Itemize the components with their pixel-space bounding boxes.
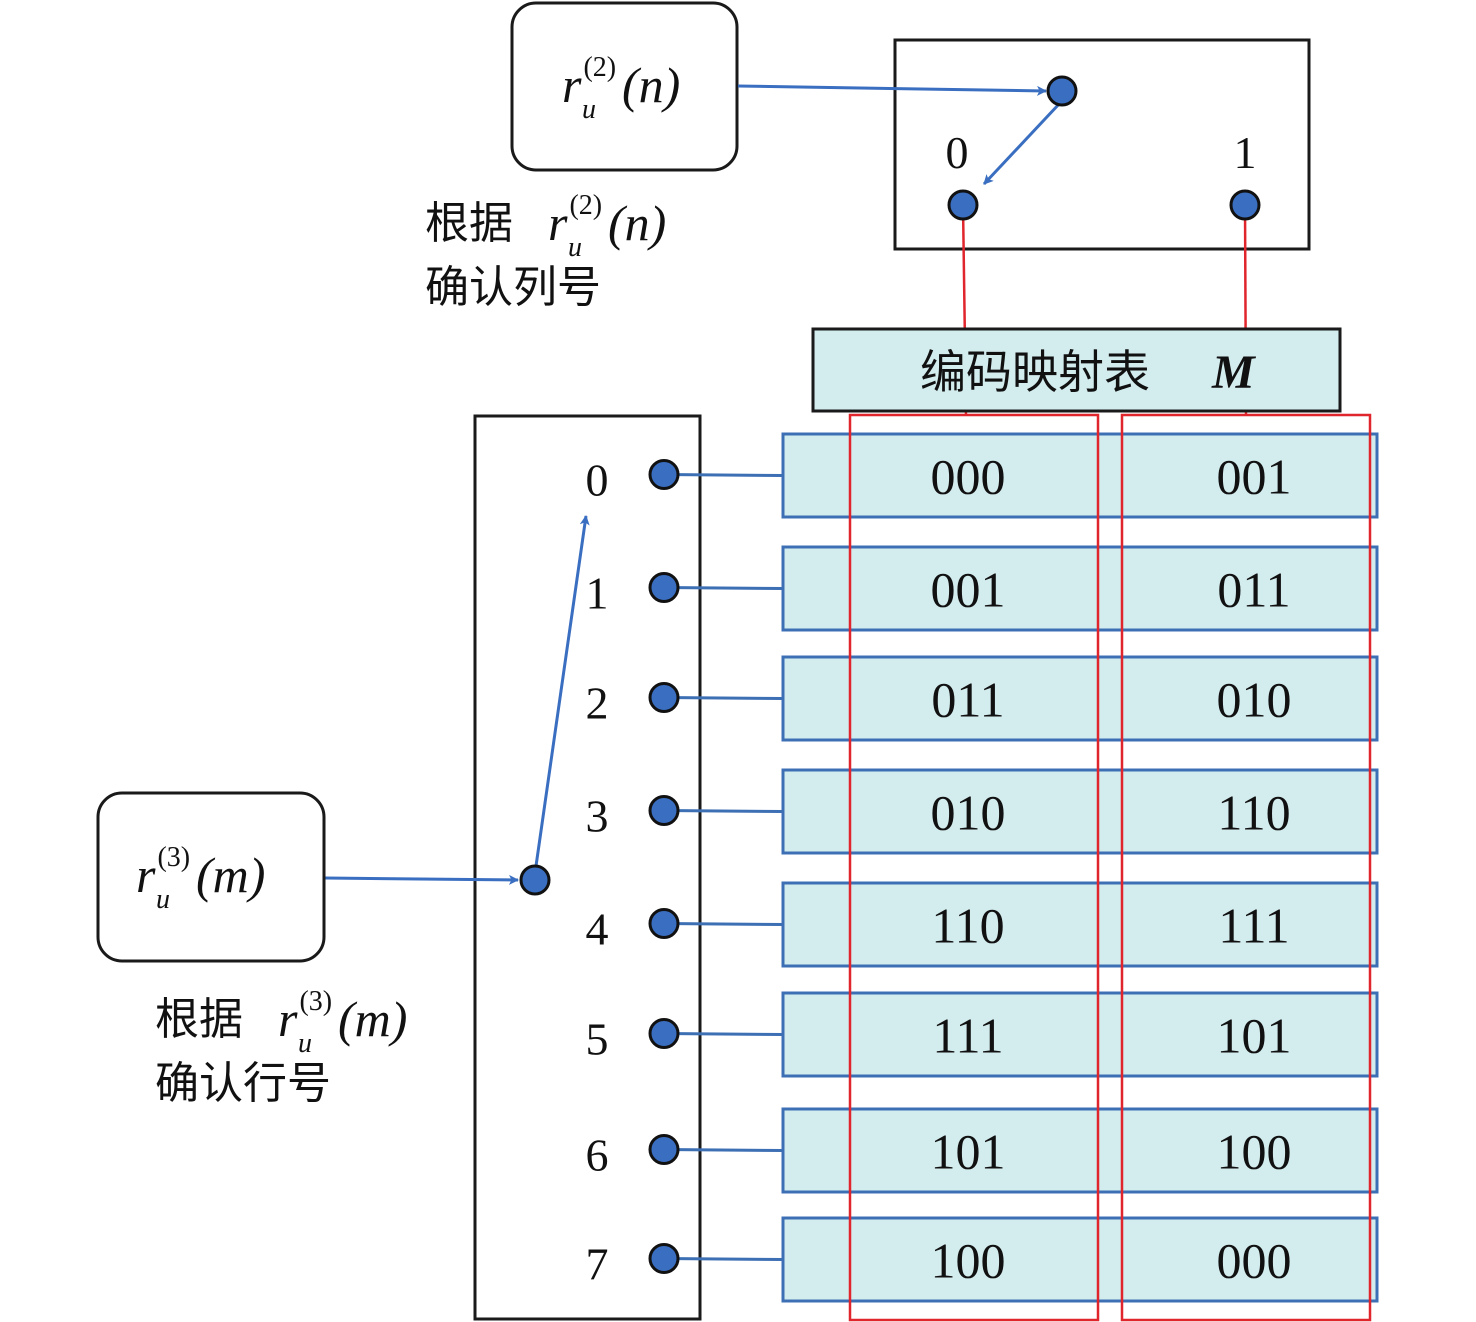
table-row-bar <box>781 1216 1379 1303</box>
table-row-bar <box>781 881 1379 968</box>
table-cell-col1: 001 <box>1217 449 1292 505</box>
caption-prefix: 根据 <box>155 994 243 1045</box>
table-cell-col1: 010 <box>1217 672 1292 728</box>
row-switch-box <box>473 414 702 1321</box>
table-cell-col0: 011 <box>931 672 1004 728</box>
table-cell-col1: 100 <box>1217 1124 1292 1180</box>
table-cell-col1: 110 <box>1217 785 1290 841</box>
column-terminal-0-dot <box>947 189 979 221</box>
row-connector-line <box>663 586 784 590</box>
row-source-box: r(3)u(m) <box>96 791 326 963</box>
row-connector-line <box>663 922 784 926</box>
table-row: 000 001 0 <box>586 432 1379 519</box>
row-index-label: 4 <box>586 904 609 955</box>
row-source-label: r(3)u(m) <box>136 842 265 915</box>
table-row-bar <box>781 768 1379 855</box>
table-cell-col1: 101 <box>1217 1008 1292 1064</box>
table-cell-col0: 001 <box>931 562 1006 618</box>
subscript: u <box>582 94 596 125</box>
column-source-caption: 根据 r(2)u(n) 确认列号 <box>425 190 666 313</box>
column-label-1: 1 <box>1234 127 1257 178</box>
row-terminal-dot <box>648 1018 680 1049</box>
row-terminal-dot <box>648 1243 680 1274</box>
table-row: 101 100 6 <box>586 1107 1379 1194</box>
row-terminal-dot <box>648 459 680 490</box>
caption-line2: 确认列号 <box>425 262 601 313</box>
row-connector-line <box>663 1148 784 1152</box>
row-index-label: 2 <box>586 678 609 729</box>
column-source-label: r(2) u (n) <box>562 52 680 125</box>
table-cell-col0: 110 <box>931 898 1004 954</box>
table-title: 编码映射表 M <box>811 327 1342 413</box>
table-row: 010 110 3 <box>586 768 1379 855</box>
column-select-arrow <box>982 101 1062 186</box>
table-cell-col0: 101 <box>931 1124 1006 1180</box>
row-index-label: 6 <box>586 1130 609 1181</box>
row-source-caption: 根据 r(3)u(m) 确认行号 <box>155 986 407 1109</box>
column-1-highlight <box>1120 413 1372 1322</box>
row-connector-line <box>663 696 784 700</box>
table-cell-col0: 100 <box>931 1233 1006 1289</box>
row-terminal-dot <box>648 682 680 713</box>
row-select-arrow <box>534 515 590 867</box>
table-title-symbol: M <box>1211 346 1257 399</box>
table-row-bar <box>781 655 1379 742</box>
row-terminal-dot <box>648 572 680 603</box>
symbol-r: r <box>562 57 582 113</box>
row-terminal-dot <box>648 795 680 826</box>
row-terminal-dot <box>648 1134 680 1165</box>
table-cell-col0: 111 <box>932 1008 1003 1064</box>
table-row-bar <box>781 432 1379 519</box>
argument: (n) <box>622 57 680 113</box>
column-terminal-1-dot <box>1229 189 1261 221</box>
row-switch-pivot-dot <box>519 864 551 896</box>
table-cell-col1: 111 <box>1218 898 1289 954</box>
row-connector-line <box>663 473 784 477</box>
table-row: 011 010 2 <box>586 655 1379 742</box>
table-row: 110 111 4 <box>586 881 1379 968</box>
row-input-arrow <box>324 874 519 885</box>
table-title-text: 编码映射表 <box>920 345 1150 399</box>
table-row: 001 011 1 <box>586 545 1379 632</box>
table-row-bar <box>781 545 1379 632</box>
row-index-label: 7 <box>586 1239 609 1290</box>
caption-math: r(2)u(n) <box>548 190 666 263</box>
column-0-highlight <box>848 413 1100 1322</box>
row-terminal-dot <box>648 908 680 939</box>
column-label-0: 0 <box>946 127 969 178</box>
superscript: (2) <box>583 52 616 83</box>
caption-line2: 确认行号 <box>155 1058 331 1109</box>
column-input-arrow <box>737 84 1047 96</box>
row-index-label: 1 <box>586 568 609 619</box>
table-cell-col0: 000 <box>931 449 1006 505</box>
table-row: 111 101 5 <box>586 991 1379 1078</box>
caption-prefix: 根据 <box>425 198 513 249</box>
row-connector-line <box>663 1257 784 1261</box>
row-index-label: 3 <box>586 791 609 842</box>
column-source-box: r(2) u (n) <box>510 1 739 172</box>
row-connector-line <box>663 809 784 813</box>
table-cell-col0: 010 <box>931 785 1006 841</box>
row-connector-line <box>663 1032 784 1036</box>
row-index-label: 5 <box>586 1014 609 1065</box>
column-switch-pivot-dot <box>1046 75 1078 107</box>
table-cell-col1: 000 <box>1217 1233 1292 1289</box>
table-row-bar <box>781 991 1379 1078</box>
table-row: 100 000 7 <box>586 1216 1379 1303</box>
row-index-label: 0 <box>586 455 609 506</box>
caption-math: r(3)u(m) <box>278 986 407 1059</box>
table-cell-col1: 011 <box>1217 562 1290 618</box>
